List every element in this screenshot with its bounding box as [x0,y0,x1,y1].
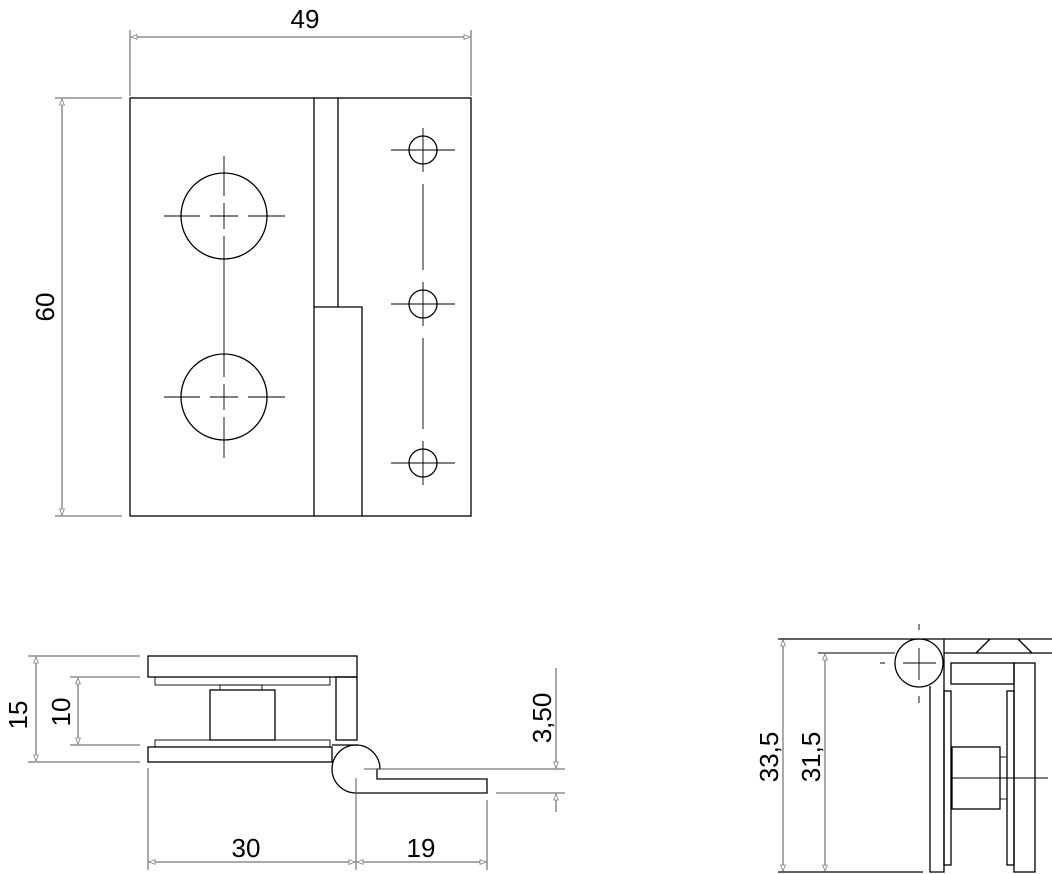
dimension-15: 15 [3,655,140,763]
knuckle [894,638,944,688]
dim-19-label: 19 [407,833,436,863]
dimension-width: 49 [129,4,472,96]
dim-10-label: 10 [46,698,76,727]
front-view: 49 60 [30,4,472,517]
width-label: 49 [291,4,320,34]
dimension-height: 60 [30,97,122,517]
height-label: 60 [30,293,60,322]
dim-33-5-label: 33,5 [754,732,784,783]
hinge-outline [129,97,472,517]
end-view: 33,5 31,5 [754,624,1052,873]
knuckle-strip [313,98,363,516]
dim-30-label: 30 [232,833,261,863]
dim-3-50-label: 3,50 [527,693,557,744]
dim-31-5-label: 31,5 [796,732,826,783]
dimension-31-5: 31,5 [796,653,828,872]
large-hole-top [164,156,285,260]
dimension-30: 30 [147,768,488,870]
side-view: 15 10 30 19 3,50 [3,655,565,870]
small-holes [391,128,455,485]
dimension-19: 19 [356,833,487,865]
dimension-33-5: 33,5 [754,639,786,872]
hinge-leaf-knuckle [331,744,488,794]
dim-15-label: 15 [3,701,33,730]
large-hole-bottom [164,353,285,458]
dimension-10: 10 [46,676,140,746]
dimension-3-50: 3,50 [364,668,565,812]
